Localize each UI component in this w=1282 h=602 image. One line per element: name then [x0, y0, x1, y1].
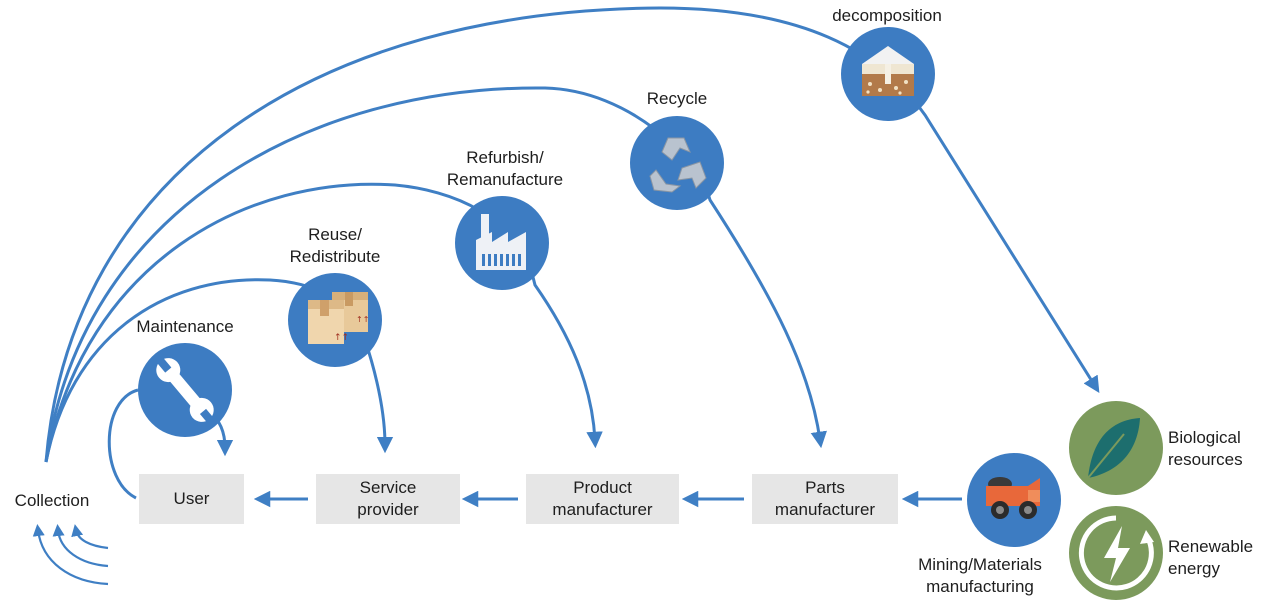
user-box-label: User	[173, 489, 210, 508]
decomposition-icon	[862, 46, 914, 96]
collection-arrow-2	[52, 523, 109, 568]
service-provider-line2: provider	[357, 500, 419, 519]
recycle-circle	[630, 116, 724, 210]
mining-circle	[967, 453, 1061, 547]
maintenance-label: Maintenance	[136, 317, 234, 336]
leaf-icon	[1087, 418, 1140, 479]
renewable-label-line2: energy	[1168, 559, 1220, 578]
decomposition-label: decomposition	[832, 6, 942, 25]
product-manufacturer-line1: Product	[573, 478, 632, 497]
collection-arrow-1	[32, 523, 109, 586]
lightning-icon	[1078, 515, 1154, 591]
parts-manufacturer-line1: Parts	[805, 478, 845, 497]
mining-label: Mining/Materials manufacturing	[900, 554, 1060, 598]
refurbish-loop-arrow	[44, 182, 603, 463]
renewable-label: Renewable energy	[1168, 536, 1253, 580]
biological-label-line1: Biological	[1168, 428, 1241, 447]
reuse-label-line2: Redistribute	[289, 247, 381, 266]
maintenance-circle	[138, 343, 232, 437]
renewable-label-line1: Renewable	[1168, 537, 1254, 556]
product-manufacturer-line2: manufacturer	[552, 500, 653, 519]
reuse-loop-arrow	[44, 278, 394, 463]
service-provider-line1: Service	[359, 478, 417, 497]
refurbish-label-line1: Refurbish/	[466, 148, 544, 167]
parts-manufacturer-line2: manufacturer	[774, 500, 876, 519]
mining-truck-icon	[986, 477, 1040, 519]
reuse-label: Reuse/ Redistribute	[270, 224, 400, 268]
product-manufacturer-box: Product manufacturer	[526, 474, 679, 524]
svg-text:↑↑: ↑↑	[356, 315, 369, 324]
boxes-icon: ↑↑ ↑↑	[308, 292, 369, 344]
parts-manufacturer-box: Parts manufacturer	[752, 474, 898, 524]
recycle-icon	[649, 137, 707, 193]
svg-text:↑↑: ↑↑	[334, 333, 349, 343]
factory-icon	[476, 214, 526, 270]
user-box: User	[139, 474, 244, 524]
biological-label-line2: resources	[1168, 450, 1243, 469]
refurbish-circle	[455, 196, 549, 290]
reuse-circle: ↑↑ ↑↑	[288, 273, 382, 367]
biological-label: Biological resources	[1168, 427, 1243, 471]
decomposition-circle	[841, 27, 935, 121]
collection-arrow-3	[71, 524, 109, 550]
recycle-label: Recycle	[646, 89, 708, 108]
mining-label-line1: Mining/Materials	[918, 555, 1042, 574]
mining-label-line2: manufacturing	[926, 577, 1034, 596]
reuse-label-line1: Reuse/	[308, 225, 362, 244]
maintenance-loop-arrow	[107, 388, 139, 500]
recycle-loop-arrow	[44, 86, 827, 463]
refurbish-label-line2: Remanufacture	[446, 170, 564, 189]
renewable-circle	[1069, 506, 1163, 600]
refurbish-label: Refurbish/ Remanufacture	[430, 147, 580, 191]
biological-circle	[1069, 401, 1163, 495]
service-provider-box: Service provider	[316, 474, 460, 524]
wrench-icon	[154, 355, 217, 427]
collection-label: Collection	[14, 491, 90, 510]
